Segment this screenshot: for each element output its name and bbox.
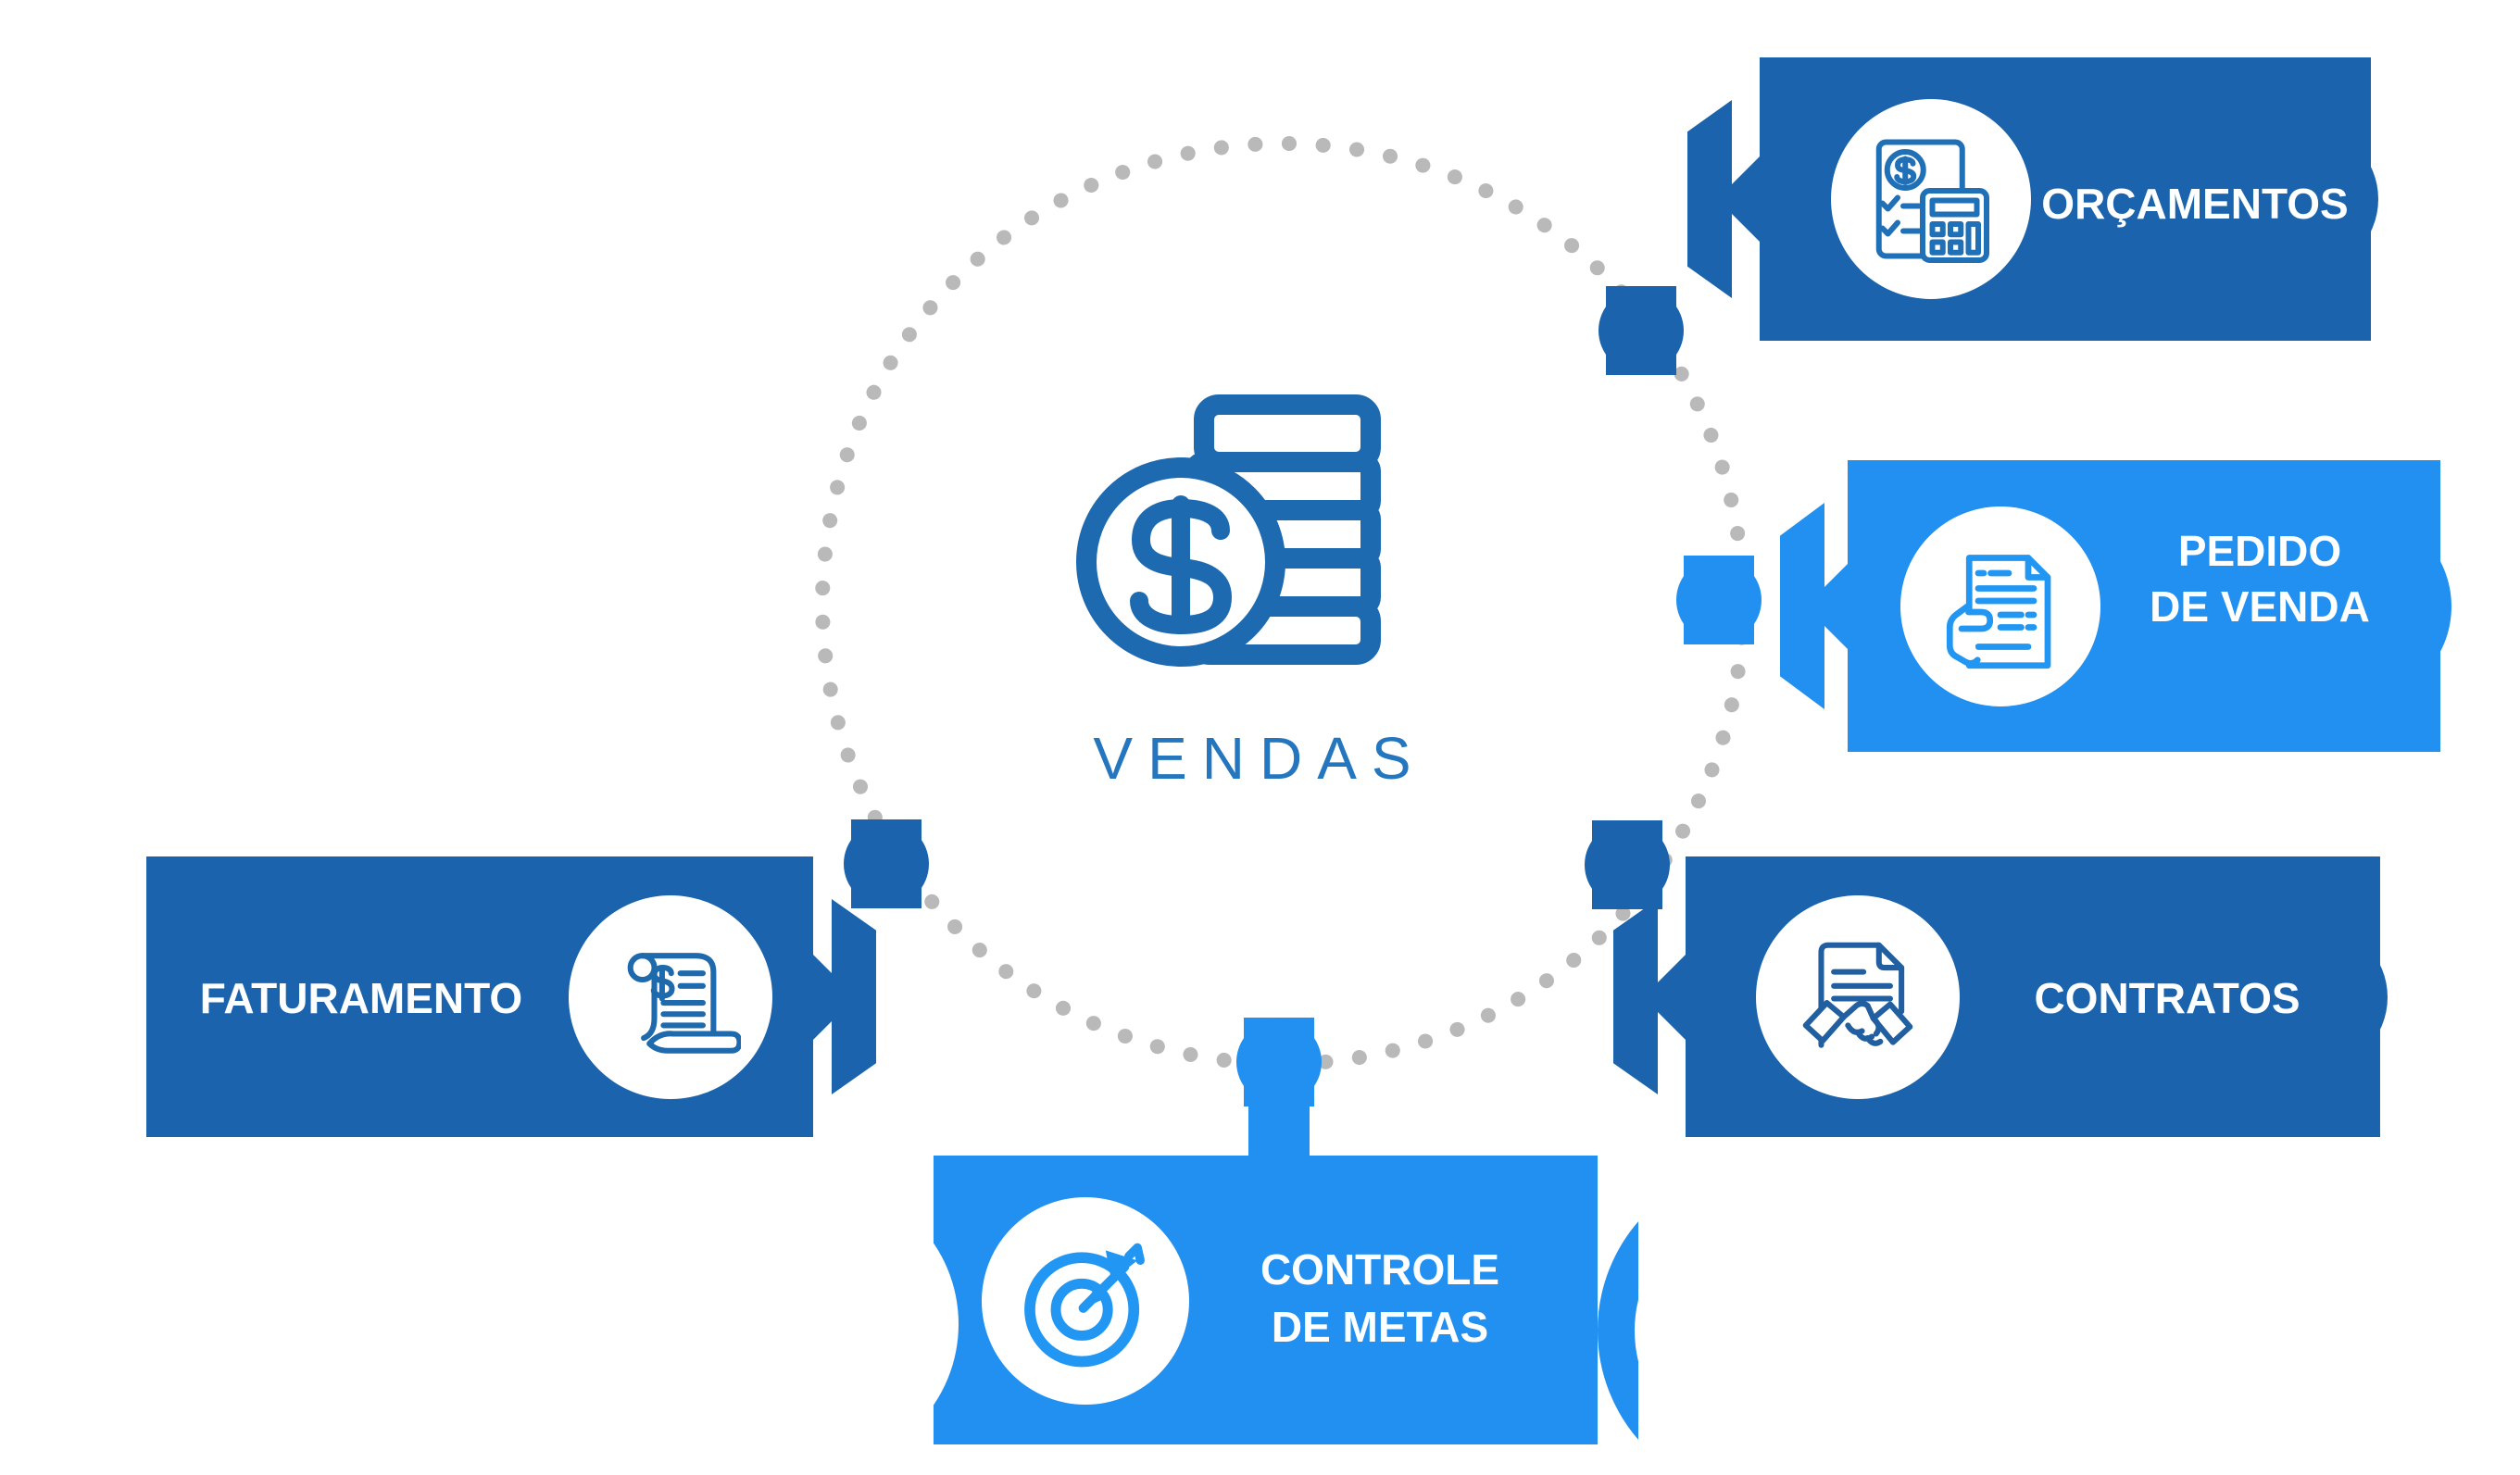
orcamentos-label: ORÇAMENTOS bbox=[2041, 180, 2349, 228]
center-title: VENDAS bbox=[1093, 725, 1426, 792]
contratos-label: CONTRATOS bbox=[2034, 974, 2301, 1022]
faturamento-connector-node bbox=[844, 819, 929, 908]
budget-calculator-icon bbox=[1875, 139, 1989, 263]
target-dart-icon bbox=[1024, 1243, 1145, 1368]
sales-order-hand-document-icon bbox=[1946, 555, 2051, 669]
controle-left-bite bbox=[671, 1181, 959, 1468]
contratos-connector-node bbox=[1585, 820, 1670, 909]
contratos-icon-circle bbox=[1756, 895, 1960, 1099]
pedido-connector-node bbox=[1676, 556, 1761, 644]
controle-icon-circle bbox=[982, 1197, 1189, 1405]
orcamentos-connector-node bbox=[1599, 286, 1684, 375]
faturamento-label: FATURAMENTO bbox=[199, 974, 523, 1022]
invoice-scroll-icon bbox=[627, 953, 741, 1054]
orcamentos-icon-circle bbox=[1831, 99, 2031, 299]
faturamento-icon-circle bbox=[569, 895, 772, 1099]
controle-right-ring bbox=[1598, 1164, 1638, 1475]
contract-handshake-icon bbox=[1802, 942, 1913, 1048]
pedido-icon-circle bbox=[1900, 506, 2100, 706]
ring-arc bbox=[1598, 1164, 1638, 1475]
center-coins-icon-wrap bbox=[1074, 394, 1389, 671]
coins-money-icon bbox=[1076, 394, 1381, 667]
controle-connector-node bbox=[1236, 1018, 1322, 1106]
